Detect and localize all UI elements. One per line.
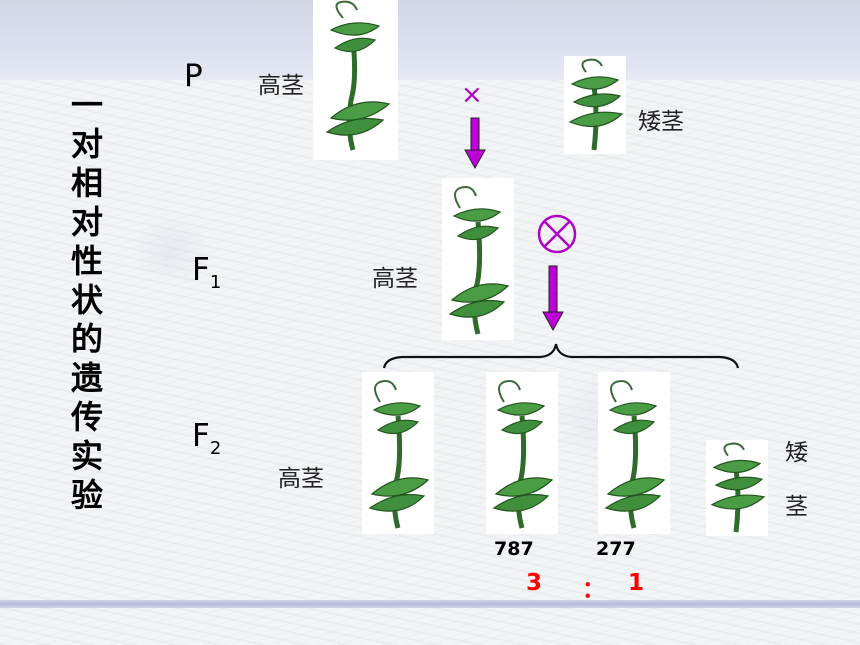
plant-tall-image <box>442 178 514 340</box>
label-p-tall: 高茎 <box>258 73 304 99</box>
cross-symbol: × <box>461 80 483 110</box>
paper-background <box>0 80 860 645</box>
bottom-divider <box>0 600 860 608</box>
plant-tall-image <box>598 372 670 534</box>
arrow-down-icon <box>464 117 486 170</box>
header-band <box>0 0 860 80</box>
label-p-short: 矮茎 <box>638 109 684 135</box>
plant-short-image <box>564 56 626 154</box>
label-f1-tall: 高茎 <box>372 266 418 292</box>
label-f2-short: 矮茎 <box>785 440 808 520</box>
plant-short-image <box>706 440 768 536</box>
label-f2-tall: 高茎 <box>278 466 324 492</box>
plant-tall-image <box>486 372 558 534</box>
generation-f1: F1 <box>192 252 222 293</box>
generation-f2: F2 <box>192 418 222 459</box>
plant-tall-image <box>313 0 398 160</box>
generation-p: P <box>184 58 203 94</box>
ratio-left: 3 <box>526 570 543 596</box>
selfing-circle-cross-icon <box>537 214 577 254</box>
count-tall: 787 <box>494 538 534 560</box>
plant-tall-image <box>362 372 434 534</box>
ratio-right: 1 <box>628 570 645 596</box>
count-short: 277 <box>596 538 636 560</box>
ratio-separator: ： <box>582 577 605 603</box>
arrow-down-icon <box>542 265 564 332</box>
page-title: 一对相对性状的遗传实验 <box>70 86 103 514</box>
curly-brace <box>382 343 740 369</box>
